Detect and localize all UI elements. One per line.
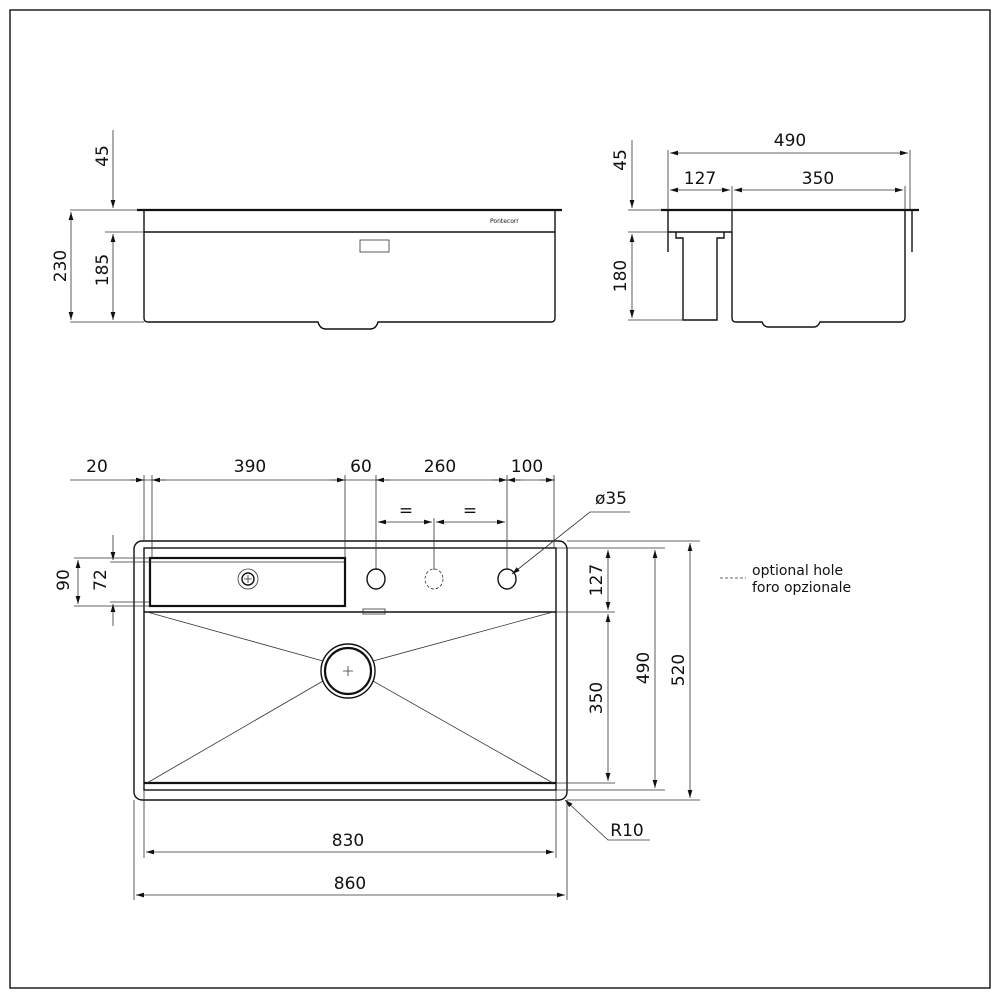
brand-label: Pontecorr	[490, 218, 519, 225]
legend-foro-opzionale: foro opzionale	[752, 580, 851, 596]
dim-45-side: 45	[611, 149, 631, 171]
dim-490-width: 490	[774, 131, 806, 151]
dim-127: 127	[587, 564, 607, 596]
drain-outer	[320, 643, 376, 699]
dim-60: 60	[350, 457, 372, 477]
dim-20: 20	[86, 457, 108, 477]
dim-185: 185	[93, 254, 113, 286]
dim-127-side: 127	[684, 169, 716, 189]
dim-100: 100	[511, 457, 543, 477]
tap-hole-right	[497, 568, 517, 590]
dim-180: 180	[611, 260, 631, 292]
dim-230: 230	[51, 250, 71, 282]
dim-830: 830	[332, 831, 364, 851]
tap-hole-left	[366, 568, 386, 590]
dim-350-side: 350	[802, 169, 834, 189]
dim-520: 520	[669, 654, 689, 686]
dim-72: 72	[91, 569, 111, 591]
hole-diameter: ø35	[595, 489, 627, 509]
equal-mark: =	[399, 501, 413, 521]
optional-hole	[424, 568, 444, 590]
top-view: 20 390 60 260 100 = = ø35 90 72 127 350 …	[54, 457, 700, 900]
front-view: Pontecorr 230 45 185	[51, 130, 562, 330]
dim-90: 90	[54, 569, 74, 591]
side-view: 490 127 350 45 180	[611, 131, 919, 328]
radius-r10: R10	[610, 821, 643, 841]
dim-390: 390	[234, 457, 266, 477]
dim-350: 350	[587, 682, 607, 714]
equal-mark: =	[463, 501, 477, 521]
dim-45: 45	[93, 145, 113, 167]
dim-260: 260	[424, 457, 456, 477]
dim-860: 860	[334, 874, 366, 894]
dim-490: 490	[634, 652, 654, 684]
drawing-frame	[9, 9, 991, 989]
legend: optional hole foro opzionale	[720, 563, 851, 596]
legend-optional-hole: optional hole	[752, 563, 843, 579]
